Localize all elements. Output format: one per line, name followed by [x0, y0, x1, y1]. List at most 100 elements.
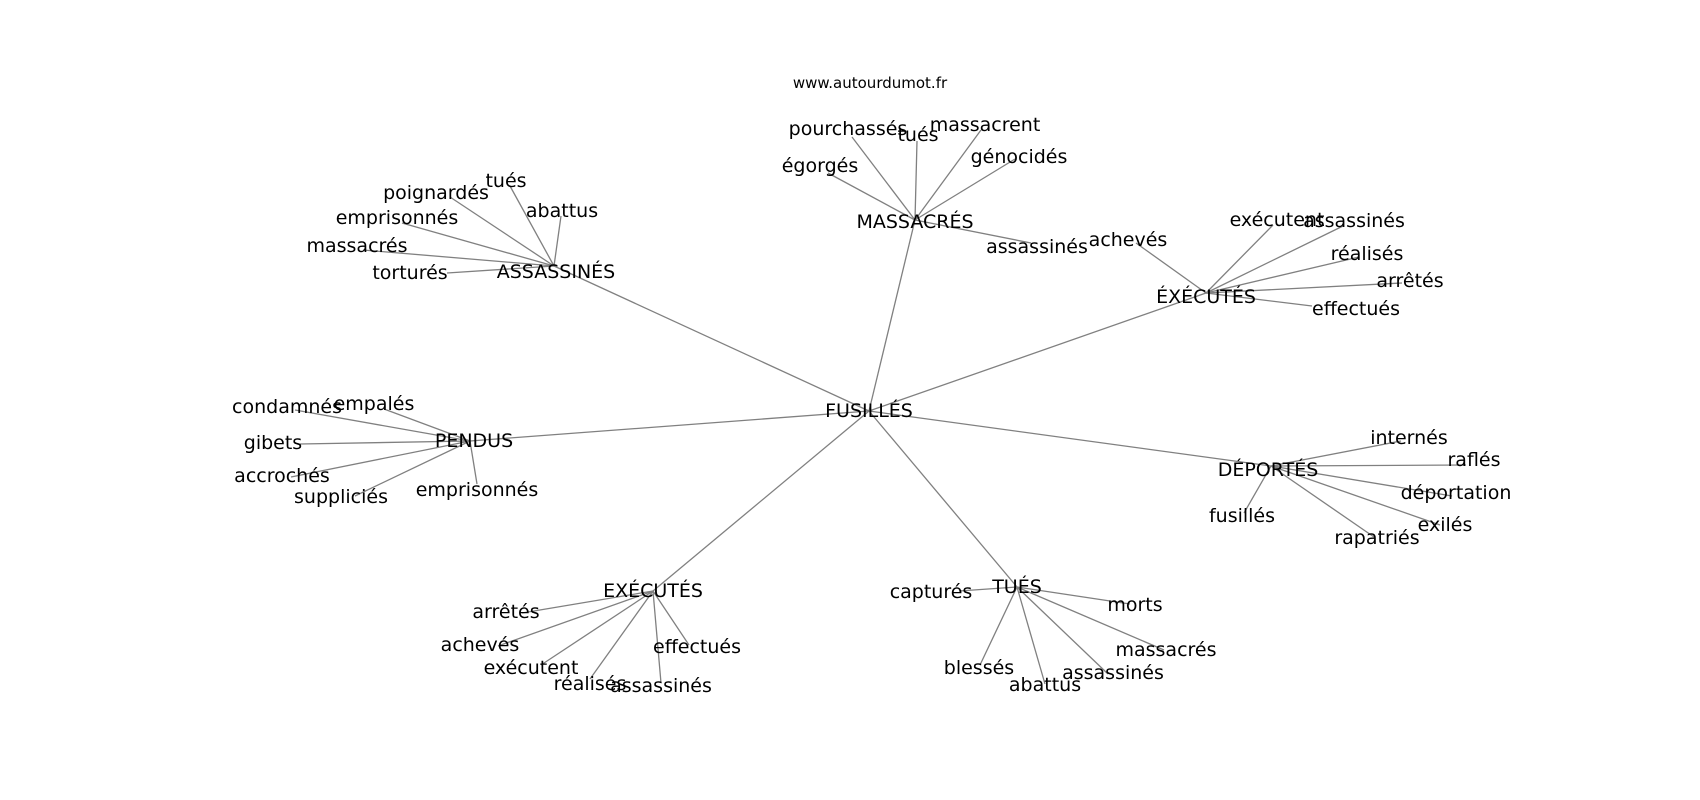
- word-node-label: tués: [485, 170, 526, 192]
- word-edge: [652, 590, 662, 684]
- word-edge: [449, 196, 555, 267]
- word-node-label: massacrés: [1115, 639, 1216, 661]
- word-node-label: exécutent: [1230, 209, 1325, 231]
- hub-edge: [868, 292, 1207, 412]
- word-edge: [1243, 465, 1272, 514]
- word-edge: [469, 440, 478, 485]
- word-edge: [914, 219, 1032, 244]
- cluster-node-label: MASSACRÉS: [856, 210, 973, 233]
- word-node-label: achevés: [441, 634, 520, 656]
- word-edge: [540, 590, 654, 666]
- word-node-label: accrochés: [234, 465, 330, 487]
- word-edge: [1205, 292, 1313, 307]
- word-edge: [1270, 465, 1453, 497]
- word-edge: [1270, 465, 1441, 526]
- word-edge: [851, 136, 916, 221]
- word-node-label: morts: [1107, 594, 1162, 616]
- word-edge: [1205, 282, 1403, 294]
- cluster-node-label: DÉPORTÉS: [1218, 458, 1319, 481]
- word-edge: [1205, 256, 1360, 294]
- hub-edge: [469, 410, 870, 442]
- word-node-label: arrêtés: [472, 601, 539, 623]
- word-node-label: déportation: [1401, 482, 1512, 504]
- word-node-label: emprisonnés: [336, 207, 459, 229]
- word-edge: [1016, 586, 1131, 605]
- word-node-label: abattus: [526, 200, 598, 222]
- word-edge: [383, 408, 471, 442]
- center-node-label: FUSILLÉS: [825, 399, 913, 422]
- word-edge: [979, 586, 1018, 666]
- word-node-label: effectués: [653, 636, 741, 658]
- word-edge: [1016, 586, 1046, 685]
- word-node-label: génocidés: [971, 146, 1068, 168]
- word-edge: [521, 590, 654, 614]
- word-node-label: assassinés: [610, 675, 712, 697]
- word-node-label: torturés: [372, 262, 447, 284]
- word-node-label: raflés: [1447, 449, 1500, 471]
- word-node-label: assassinés: [986, 236, 1088, 258]
- hub-edge: [868, 410, 1272, 467]
- cluster-node-label: ASSASSINÉS: [497, 260, 615, 283]
- word-edge: [652, 590, 690, 646]
- word-node-label: assassinés: [1303, 210, 1405, 232]
- word-edge: [1205, 224, 1274, 294]
- word-edge: [446, 265, 555, 274]
- word-edge: [589, 590, 654, 680]
- word-node-label: suppliciés: [294, 486, 388, 508]
- cluster-node-label: EXÉCUTÉS: [603, 579, 703, 602]
- word-node-label: massacrés: [306, 235, 407, 257]
- cluster-node-label: PENDUS: [435, 430, 513, 452]
- word-node-label: abattus: [1009, 674, 1081, 696]
- word-edge: [294, 409, 471, 442]
- word-node-label: blessés: [944, 657, 1014, 679]
- word-node-label: gibets: [244, 432, 302, 454]
- word-node-label: arrêtés: [1376, 270, 1443, 292]
- word-node-label: effectués: [1312, 298, 1400, 320]
- word-node-label: exilés: [1418, 514, 1473, 536]
- hub-edge: [652, 410, 870, 592]
- word-edge: [1270, 464, 1467, 467]
- word-node-label: pourchassés: [789, 118, 908, 140]
- word-node-label: rapatriés: [1334, 527, 1419, 549]
- word-edge: [401, 222, 555, 267]
- hub-edge: [868, 410, 1018, 588]
- word-edge: [914, 140, 918, 221]
- word-edge: [354, 440, 471, 497]
- word-node-label: tués: [897, 124, 938, 146]
- source-watermark: www.autourdumot.fr: [793, 74, 948, 92]
- word-edge: [1016, 586, 1165, 651]
- word-node-label: réalisés: [1331, 243, 1404, 265]
- word-edge: [1016, 586, 1109, 675]
- word-edge: [914, 129, 982, 221]
- word-edge: [1270, 440, 1402, 467]
- cluster-node-label: TUÉS: [991, 575, 1042, 598]
- graph-edges: [290, 129, 1467, 685]
- word-node-label: réalisés: [554, 673, 627, 695]
- word-node-label: poignardés: [383, 182, 489, 204]
- word-edge: [509, 185, 555, 267]
- word-node-label: internés: [1370, 427, 1448, 449]
- hub-edge: [868, 219, 916, 412]
- word-node-label: condamnés: [232, 396, 342, 418]
- cluster-node-label: ÉXÉCUTÉS: [1156, 285, 1256, 308]
- word-edge: [299, 440, 471, 445]
- word-edge: [497, 590, 654, 647]
- word-edge: [362, 249, 555, 267]
- word-node-label: capturés: [890, 581, 973, 603]
- word-node-label: égorgés: [782, 155, 859, 177]
- word-edge: [553, 215, 562, 267]
- word-edge: [914, 158, 1016, 221]
- word-node-label: empalés: [334, 393, 415, 415]
- word-node-label: massacrent: [930, 114, 1041, 136]
- graph-labels: www.autourdumot.fr FUSILLÉS MASSACRÉS pour…: [232, 74, 1511, 697]
- word-edge: [958, 586, 1018, 592]
- word-edge: [1270, 465, 1375, 538]
- word-node-label: achevés: [1089, 229, 1168, 251]
- word-node-label: emprisonnés: [416, 479, 539, 501]
- word-node-label: exécutent: [484, 657, 579, 679]
- word-edge: [1135, 242, 1207, 294]
- word-node-label: fusillés: [1209, 505, 1275, 527]
- hub-edge: [553, 265, 870, 412]
- word-node-label: assassinés: [1062, 662, 1164, 684]
